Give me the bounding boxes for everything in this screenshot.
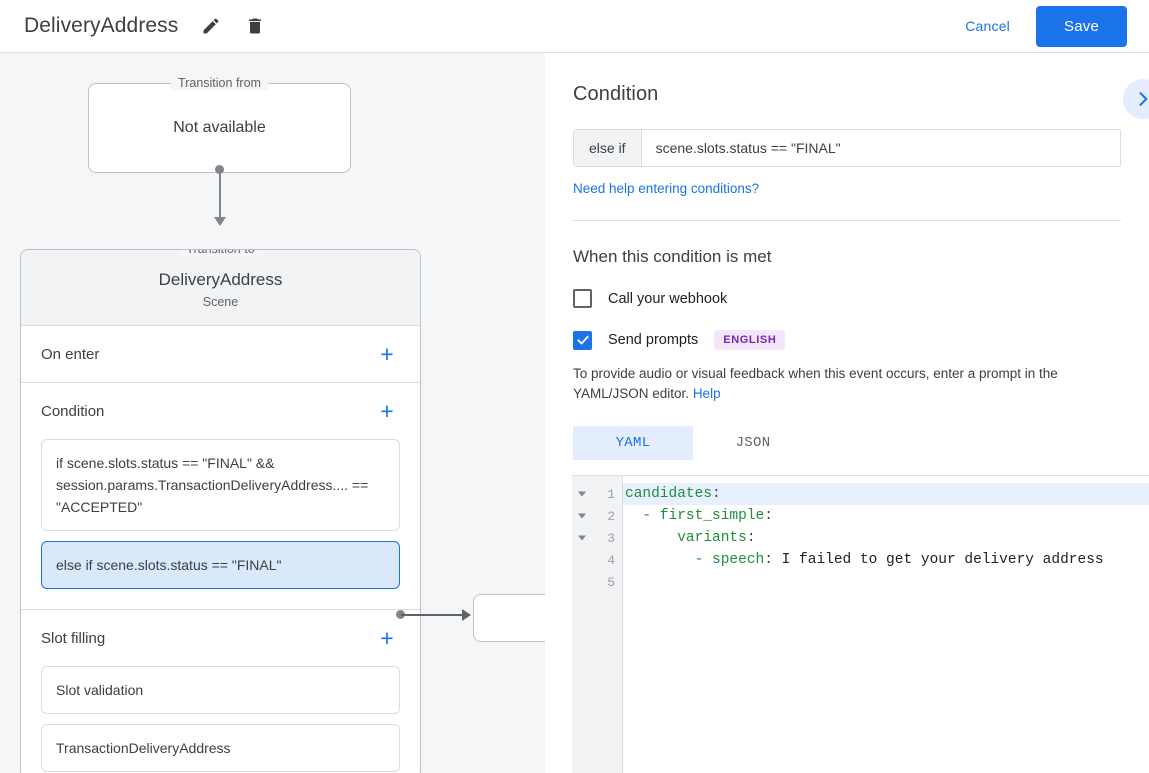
section-slot-filling-title: Slot filling [41,629,106,647]
transition-from-node[interactable]: Transition from Not available [88,76,351,173]
trash-icon[interactable] [238,9,272,43]
chevron-right-icon[interactable] [1123,79,1149,119]
transition-to-legend: Transition to [178,250,263,256]
panel-divider [573,220,1121,221]
section-on-enter: On enter + [21,326,420,383]
scene-title: DeliveryAddress [158,270,283,289]
transition-to-node[interactable]: Transition to DeliveryAddress Scene On e… [20,249,421,773]
section-condition-head: Condition + [41,383,400,439]
condition-prefix-label: else if [574,130,642,166]
editor-code-line[interactable]: candidates: [623,483,1149,505]
trash-icon-glyph [249,18,262,34]
connector-line-horizontal [401,614,465,616]
save-button[interactable]: Save [1036,5,1127,47]
fold-triangle-icon[interactable] [578,491,586,497]
connector-dot-condition [396,610,405,619]
editor-line-number: 5 [607,574,615,590]
scene-subtitle: Scene [202,295,239,309]
pencil-icon[interactable] [194,9,228,43]
send-prompts-row[interactable]: Send prompts ENGLISH [573,330,1121,350]
editor-code-line[interactable]: variants: [677,530,756,546]
send-prompts-label: Send prompts [608,332,699,348]
editor-line-number: 3 [572,527,622,549]
section-condition-title: Condition [41,402,105,420]
editor-code-line[interactable]: - speech: I failed to get your delivery … [625,552,1104,568]
editor-code-line[interactable] [623,571,1149,593]
section-condition: Condition + if scene.slots.status == "FI… [21,383,420,610]
fold-triangle-icon[interactable] [578,513,586,519]
call-webhook-label: Call your webhook [608,290,728,307]
condition-item[interactable]: if scene.slots.status == "FINAL" && sess… [41,439,400,531]
fold-triangle-icon[interactable] [578,535,586,541]
section-slot-filling-head: Slot filling + [41,610,400,666]
section-on-enter-head: On enter + [41,326,400,382]
when-condition-met-section: When this condition is met Call your web… [545,221,1149,460]
cancel-button[interactable]: Cancel [951,9,1024,43]
call-webhook-checkbox[interactable] [573,289,592,308]
connector-arrow-right [462,609,471,621]
condition-input-row[interactable]: else if [573,129,1121,167]
slot-filling-list: Slot validation TransactionDeliveryAddre… [41,666,400,773]
scene-header: DeliveryAddress Scene [21,250,420,326]
connector-line-vertical [219,169,221,221]
send-prompts-checkbox[interactable] [573,330,592,350]
editor-code-area[interactable]: candidates: - first_simple: variants: - … [623,476,1149,773]
check-icon [576,335,589,345]
page-title: DeliveryAddress [24,14,179,37]
section-on-enter-title: On enter [41,345,100,363]
condition-item-selected[interactable]: else if scene.slots.status == "FINAL" [41,541,400,589]
tab-json[interactable]: JSON [735,435,771,451]
section-slot-filling: Slot filling + Slot validation Transacti… [21,610,420,773]
when-condition-met-heading: When this condition is met [573,247,772,266]
prompts-help-link[interactable]: Help [692,386,721,401]
transition-from-legend: Transition from [170,76,269,90]
panel-heading-condition: Condition [573,83,659,105]
tab-yaml[interactable]: YAML [573,426,693,460]
language-badge: ENGLISH [714,330,786,350]
pencil-icon-glyph [203,18,219,34]
editor-code-line[interactable]: - first_simple: [625,508,773,524]
call-webhook-row[interactable]: Call your webhook [573,289,1121,308]
transition-from-value: Not available [173,119,266,136]
connector-arrow-down [214,217,226,226]
condition-section: Condition else if Need help entering con… [545,53,1149,221]
editor-line-number: 1 [572,483,622,505]
prompts-description-text: To provide audio or visual feedback when… [573,366,1058,401]
condition-help-link[interactable]: Need help entering conditions? [573,181,760,196]
chevron-right-icon-glyph [1139,92,1148,106]
slot-filling-item[interactable]: Slot validation [41,666,400,714]
editor-line-number: 4 [607,552,615,568]
app-bar: DeliveryAddress Cancel Save [0,0,1149,53]
add-slot-filling-button[interactable]: + [380,624,394,651]
transition-target-node-partial[interactable] [473,594,545,642]
add-on-enter-button[interactable]: + [380,340,394,367]
editor-line-number: 2 [572,505,622,527]
slot-filling-item[interactable]: TransactionDeliveryAddress [41,724,400,772]
condition-list: if scene.slots.status == "FINAL" && sess… [41,439,400,609]
add-condition-button[interactable]: + [380,397,394,424]
condition-expression-input[interactable] [641,130,1120,166]
prompts-description: To provide audio or visual feedback when… [573,364,1121,404]
flow-canvas[interactable]: Transition from Not available Transition… [0,53,545,773]
editor-format-tabs: YAML JSON [573,426,1121,460]
